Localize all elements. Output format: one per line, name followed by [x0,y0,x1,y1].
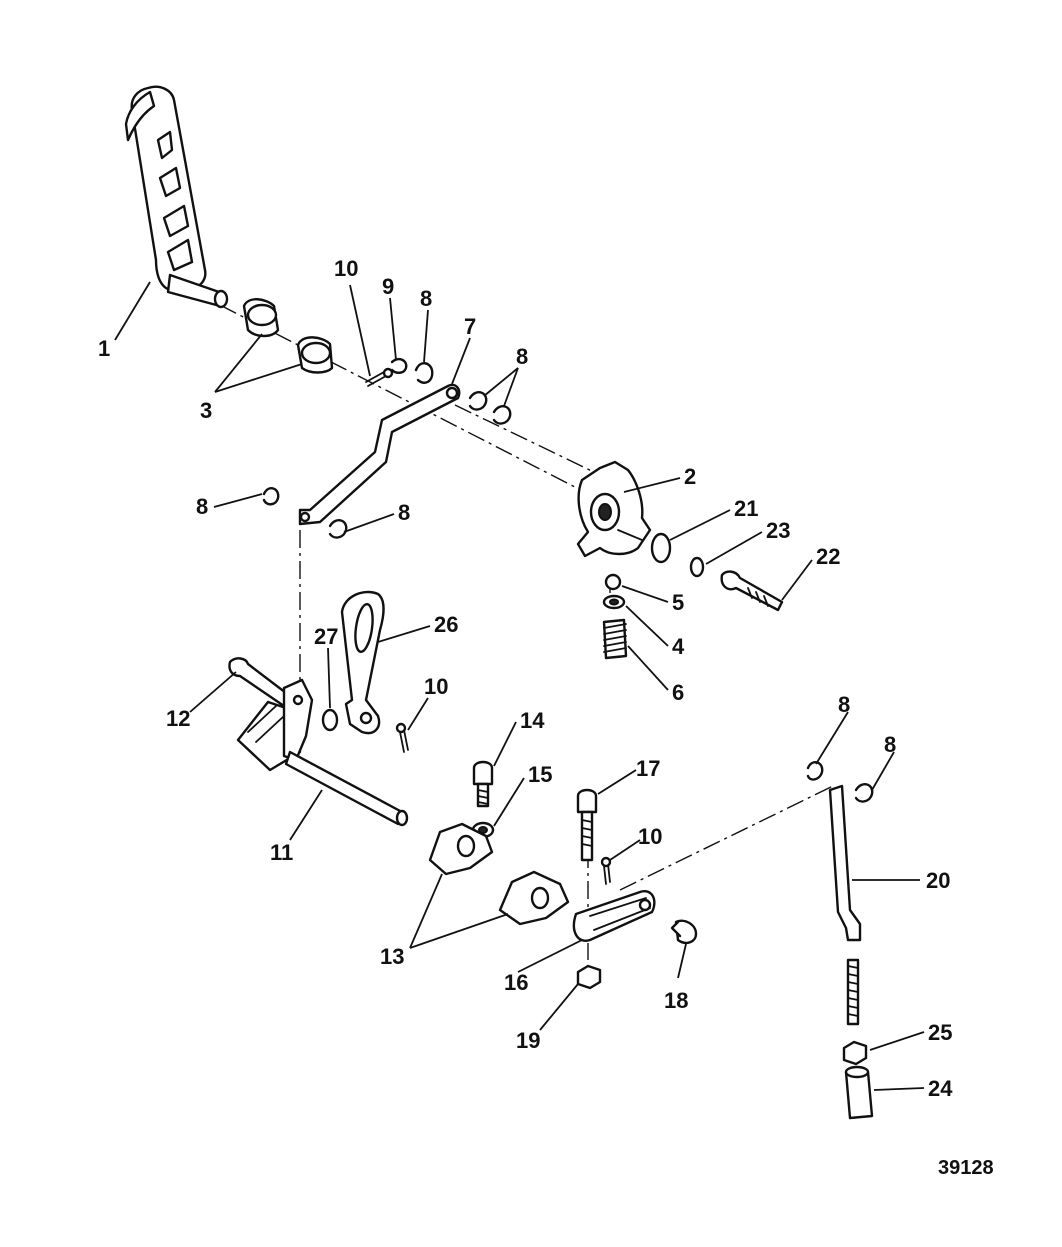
callout-9: 9 [382,274,394,299]
parts-25-24 [842,1040,874,1120]
callout-3: 3 [200,398,212,423]
callout-10-mid: 10 [424,674,448,699]
callout-8-rod-left: 8 [838,692,850,717]
callout-10-upper: 10 [334,256,358,281]
parts-17-10 [576,788,612,885]
part-1-shift-handle [124,85,229,309]
parts-5-4-6 [602,573,628,660]
callout-labels: 1 2 3 4 5 6 7 8 8 8 8 8 8 8 9 10 10 10 1… [98,256,953,1101]
callout-6: 6 [672,680,684,705]
callout-15: 15 [528,762,552,787]
callout-21: 21 [734,496,758,521]
callout-8-rod-right: 8 [884,732,896,757]
figure-code: 39128 [938,1157,994,1179]
callout-22: 22 [816,544,840,569]
part-13-clamps [428,822,570,926]
part-26-lever [340,590,385,735]
callout-14: 14 [520,708,545,733]
callout-8-mid: 8 [398,500,410,525]
part-20-shift-rod [828,784,862,1026]
callout-5: 5 [672,590,684,615]
part-11-shift-shaft [236,678,409,827]
part-7-shift-link [298,383,461,526]
callout-2: 2 [684,464,696,489]
axis-lines [219,304,836,960]
parts-14-15 [471,760,495,839]
callout-27: 27 [314,624,338,649]
part-2-cam [576,460,652,558]
callout-4: 4 [672,634,685,659]
callout-26: 26 [434,612,458,637]
callout-25: 25 [928,1020,952,1045]
part-16-clevis [572,890,656,942]
callout-8-left: 8 [196,494,208,519]
parts-27-12-10 [228,657,409,753]
callout-7: 7 [464,314,476,339]
callout-8-right: 8 [516,344,528,369]
small-pins-upper [365,357,434,387]
callout-11: 11 [270,840,293,865]
callout-16: 16 [504,970,528,995]
callout-23: 23 [766,518,790,543]
parts-21-23-22 [650,532,784,612]
callout-13: 13 [380,944,404,969]
part-3-bushings [242,298,334,374]
clips-8 [262,391,874,803]
callout-10-lower: 10 [638,824,662,849]
parts-18-19 [576,919,698,990]
callout-24: 24 [928,1076,953,1101]
callout-12: 12 [166,706,190,731]
callout-19: 19 [516,1028,540,1053]
leader-lines [114,281,925,1091]
callout-18: 18 [664,988,688,1013]
callout-1: 1 [98,336,110,361]
callout-8-upper: 8 [420,286,432,311]
callout-20: 20 [926,868,950,893]
callout-17: 17 [636,756,660,781]
